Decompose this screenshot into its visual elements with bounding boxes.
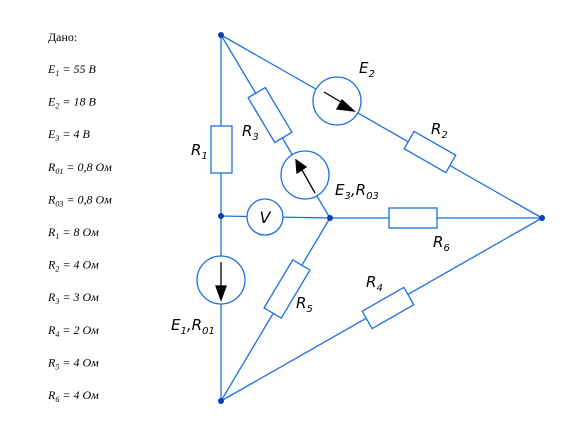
- given-line: R2 = 4 Ом: [47, 258, 99, 274]
- given-line: R01 = 0,8 Ом: [47, 160, 112, 176]
- source-e1: [196, 255, 246, 305]
- voltmeter: V: [246, 198, 284, 236]
- label-r4: R4: [366, 273, 383, 294]
- nodes: [218, 32, 545, 404]
- wire-top-right: [220, 34, 543, 219]
- label-r3: R3: [242, 122, 259, 143]
- label-r1: R1: [191, 141, 208, 162]
- resistor-r1: [210, 125, 233, 174]
- sources: [196, 76, 362, 305]
- component-labels: R1 R2 R3 R4 R5 R6 E1,R01 E2 E3,R03: [171, 59, 450, 337]
- source-e3: [280, 150, 330, 200]
- node-top: [218, 32, 224, 38]
- given-data: Дано: E1 = 55 В E2 = 18 В E3 = 4 В R01 = 0,…: [47, 30, 112, 404]
- given-title: Дано:: [48, 30, 77, 44]
- given-lines: E1 = 55 В E2 = 18 В E3 = 4 В R01 = 0,8 Ом R0…: [47, 62, 112, 404]
- node-right: [539, 215, 545, 221]
- given-line: E3 = 4 В: [47, 127, 90, 143]
- label-r5: R5: [296, 294, 313, 315]
- resistor-r6: [388, 207, 438, 229]
- given-line: R6 = 4 Ом: [47, 388, 99, 404]
- given-line: R4 = 2 Ом: [47, 323, 99, 339]
- resistor-r5: [263, 258, 311, 320]
- node-mid-left: [218, 213, 224, 219]
- given-line: E1 = 55 В: [47, 62, 96, 78]
- resistors: [210, 86, 457, 330]
- resistor-r2: [403, 130, 457, 174]
- node-bottom: [218, 398, 224, 404]
- given-line: R03 = 0,8 Ом: [47, 192, 112, 208]
- source-e2: [312, 76, 362, 126]
- voltmeter-label: V: [260, 208, 272, 227]
- label-r2: R2: [431, 120, 448, 141]
- label-e1-r01: E1,R01: [171, 316, 215, 337]
- given-line: R1 = 8 Ом: [47, 225, 99, 241]
- given-line: E2 = 18 В: [47, 95, 96, 111]
- given-line: R5 = 4 Ом: [47, 355, 99, 371]
- resistor-r4: [361, 286, 415, 330]
- label-e3-r03: E3,R03: [335, 181, 379, 202]
- resistor-r3: [247, 86, 293, 144]
- given-line: R3 = 3 Ом: [47, 290, 99, 306]
- node-center: [327, 215, 333, 221]
- label-e2: E2: [359, 59, 375, 80]
- label-r6: R6: [433, 233, 450, 254]
